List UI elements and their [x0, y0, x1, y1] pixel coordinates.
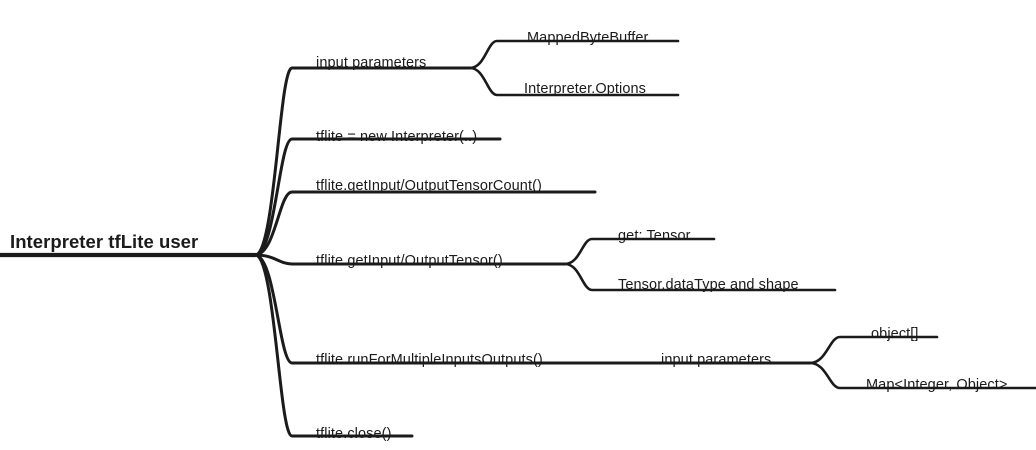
branch-label-input-parameters[interactable]: input parameters: [316, 55, 427, 71]
child-edge-interpreter-options: [468, 66, 680, 97]
branch-edge-tflite-close: [253, 253, 414, 438]
child-label-object-array[interactable]: object[]: [871, 326, 919, 342]
child-label-mapped-byte-buffer[interactable]: MappedByteBuffer: [527, 30, 649, 46]
branch-label-get-tensor-count[interactable]: tflite.getInput/OutputTensorCount(): [316, 178, 542, 194]
branch-edge-run-multiple-inputs-outputs: [253, 253, 812, 365]
branch-label-tflite-close[interactable]: tflite.close(): [316, 426, 392, 442]
child-edge-tensor-datatype-shape: [563, 262, 837, 292]
child-label-interpreter-options[interactable]: Interpreter.Options: [524, 81, 646, 97]
child-edge-get-tensor-result: [563, 237, 716, 266]
branch-secondary-label-run-multiple-inputs-outputs[interactable]: input parameters: [661, 352, 772, 368]
branch-label-tflite-new-interpreter[interactable]: tflite = new Interpreter(..): [316, 129, 478, 145]
child-label-get-tensor-result[interactable]: get: Tensor: [618, 228, 691, 244]
branch-edge-input-parameters: [253, 66, 472, 257]
branch-edge-tflite-new-interpreter: [253, 137, 502, 257]
child-edge-mapped-byte-buffer: [468, 39, 680, 70]
root-node-label[interactable]: Interpreter tfLite user: [10, 231, 199, 252]
child-label-tensor-datatype-shape[interactable]: Tensor.dataType and shape: [618, 277, 799, 293]
child-edge-map-integer-object: [808, 361, 1036, 390]
branch-label-run-multiple-inputs-outputs[interactable]: tflite.runForMultipleInputsOutputs(): [316, 352, 543, 368]
child-label-map-integer-object[interactable]: Map<Integer, Object>: [866, 377, 1008, 393]
branch-label-get-tensor[interactable]: tflite.getInput/OutputTensor(): [316, 253, 503, 269]
branch-edge-get-tensor: [253, 253, 567, 266]
branch-edge-get-tensor-count: [253, 190, 597, 257]
child-edge-object-array: [808, 335, 939, 365]
